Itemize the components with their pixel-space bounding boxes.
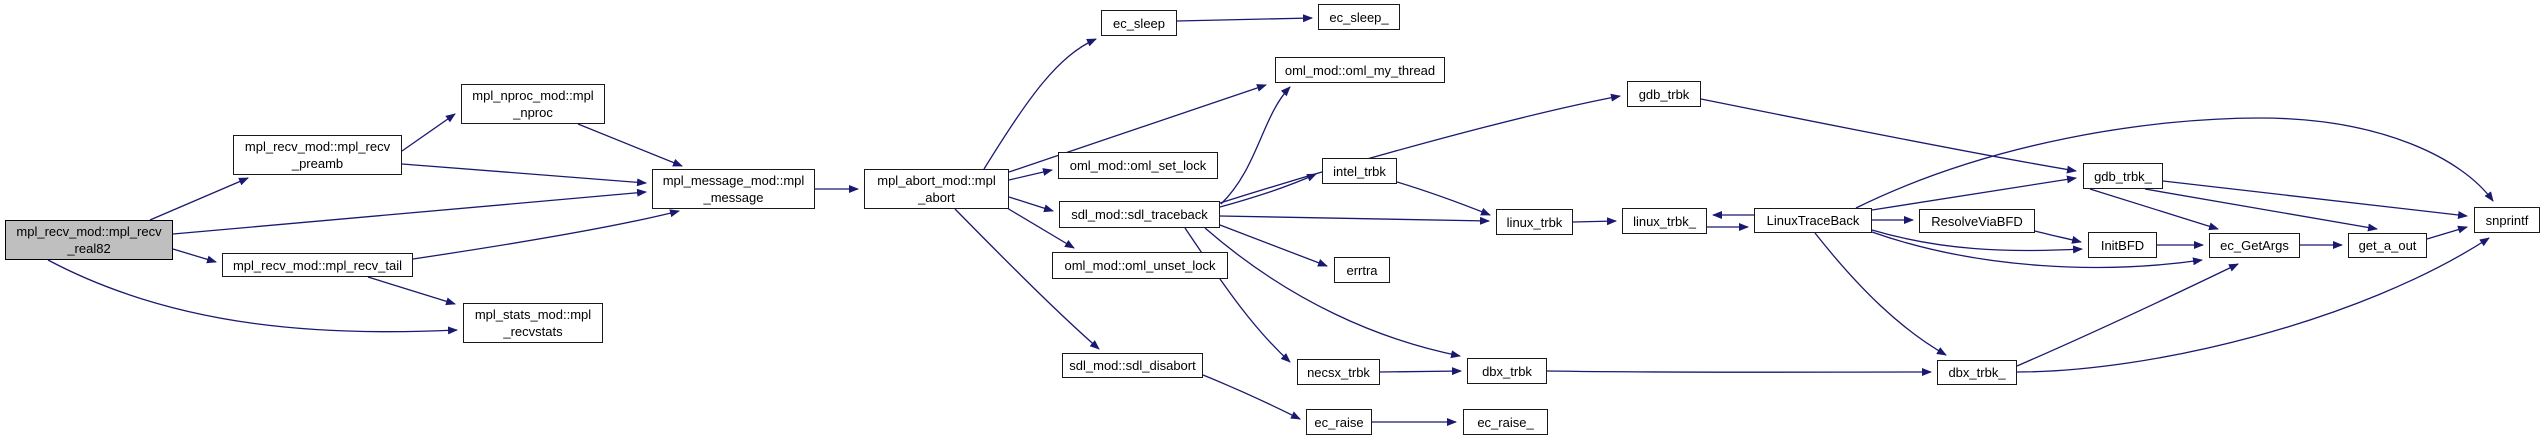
node-mpl_nproc[interactable]: mpl_nproc_mod::mpl _nproc — [461, 84, 605, 124]
node-ec_raise[interactable]: ec_raise — [1306, 409, 1372, 435]
node-mpl_abort[interactable]: mpl_abort_mod::mpl _abort — [864, 169, 1009, 209]
node-mpl_recv_real82: mpl_recv_mod::mpl_recv _real82 — [5, 220, 173, 260]
node-mpl_message[interactable]: mpl_message_mod::mpl _message — [652, 169, 815, 209]
node-necsx_trbk[interactable]: necsx_trbk — [1297, 359, 1380, 385]
node-gdb_trbk[interactable]: gdb_trbk — [1627, 81, 1701, 107]
edge-mpl_recv_tail-to-mpl_recvstats — [367, 276, 456, 306]
node-intel_trbk[interactable]: intel_trbk — [1322, 158, 1397, 184]
node-sdl_traceback[interactable]: sdl_mod::sdl_traceback — [1059, 201, 1220, 228]
edge-gdb_trbk_-to-ec_GetArgs — [2089, 188, 2219, 231]
node-dbx_trbk[interactable]: dbx_trbk — [1467, 358, 1547, 384]
edges-group — [47, 14, 2494, 426]
edge-LinuxTraceBack-to-dbx_trbk_ — [1814, 232, 1947, 356]
node-errtra[interactable]: errtra — [1334, 257, 1390, 283]
edge-LinuxTraceBack-to-gdb_trbk_ — [1871, 175, 2077, 211]
node-oml_my_thread[interactable]: oml_mod::oml_my_thread — [1275, 57, 1445, 83]
node-linux_trbk_[interactable]: linux_trbk_ — [1622, 208, 1707, 234]
edge-mpl_recv_real82-to-mpl_recvstats — [47, 259, 458, 335]
node-gdb_trbk_[interactable]: gdb_trbk_ — [2083, 163, 2163, 189]
edge-mpl_recv_tail-to-mpl_message — [412, 209, 680, 260]
node-oml_set_lock[interactable]: oml_mod::oml_set_lock — [1058, 152, 1218, 179]
node-ec_sleep[interactable]: ec_sleep — [1101, 10, 1177, 36]
node-snprintf[interactable]: snprintf — [2474, 207, 2540, 233]
edge-LinuxTraceBack-to-snprintf — [1855, 117, 2494, 209]
edge-LinuxTraceBack-to-ec_GetArgs — [1871, 231, 2203, 269]
edge-intel_trbk-to-linux_trbk — [1396, 181, 1491, 216]
edge-mpl_abort-to-oml_my_thread — [1008, 84, 1267, 173]
edge-mpl_abort-to-oml_unset_lock — [1006, 207, 1075, 249]
node-mpl_recvstats[interactable]: mpl_stats_mod::mpl _recvstats — [463, 303, 603, 343]
node-oml_unset_lock[interactable]: oml_mod::oml_unset_lock — [1052, 252, 1228, 279]
node-ec_GetArgs[interactable]: ec_GetArgs — [2209, 233, 2300, 258]
edge-gdb_trbk-to-gdb_trbk_ — [1700, 98, 2077, 174]
edge-dbx_trbk-to-dbx_trbk_ — [1546, 368, 1932, 377]
edge-dbx_trbk_-to-ec_GetArgs — [2016, 263, 2239, 367]
node-dbx_trbk_[interactable]: dbx_trbk_ — [1937, 360, 2017, 385]
edge-mpl_recv_real82-to-mpl_message — [172, 188, 647, 235]
edge-sdl_traceback-to-errtra — [1219, 224, 1328, 267]
edge-sdl_traceback-to-linux_trbk — [1219, 215, 1490, 225]
edge-sdl_traceback-to-intel_trbk — [1219, 173, 1317, 208]
edge-sdl_disabort-to-ec_raise — [1202, 374, 1301, 420]
edge-sdl_traceback-to-dbx_trbk — [1204, 227, 1461, 359]
edge-mpl_abort-to-sdl_disabort — [954, 208, 1100, 350]
edge-mpl_abort-to-ec_sleep — [983, 38, 1097, 170]
node-linux_trbk[interactable]: linux_trbk — [1496, 209, 1573, 235]
node-LinuxTraceBack[interactable]: LinuxTraceBack — [1754, 208, 1872, 233]
edge-mpl_recv_real82-to-mpl_recv_tail — [172, 248, 217, 264]
node-ec_raise_[interactable]: ec_raise_ — [1463, 409, 1548, 435]
node-InitBFD[interactable]: InitBFD — [2088, 232, 2157, 258]
edge-mpl_abort-to-oml_set_lock — [1008, 168, 1053, 181]
edge-linux_trbk-to-linux_trbk_ — [1572, 217, 1617, 226]
edge-get_a_out-to-snprintf — [2426, 225, 2468, 240]
node-ec_sleep_[interactable]: ec_sleep_ — [1318, 4, 1400, 30]
edge-dbx_trbk_-to-snprintf — [2016, 237, 2490, 373]
edge-gdb_trbk_-to-get_a_out — [2144, 188, 2378, 232]
edge-mpl_nproc-to-mpl_message — [577, 123, 683, 167]
edge-sdl_traceback-to-necsx_trbk — [1184, 227, 1291, 363]
node-mpl_recv_preamb[interactable]: mpl_recv_mod::mpl_recv _preamb — [233, 135, 402, 175]
edge-mpl_recv_real82-to-mpl_recv_preamb — [149, 177, 249, 221]
edge-ResolveViaBFD-to-InitBFD — [2034, 230, 2082, 244]
node-mpl_recv_tail[interactable]: mpl_recv_mod::mpl_recv_tail — [222, 253, 413, 277]
edge-mpl_recv_preamb-to-mpl_nproc — [401, 113, 456, 152]
edge-mpl_abort-to-sdl_traceback — [1008, 196, 1054, 213]
edge-sdl_traceback-to-gdb_trbk — [1219, 93, 1621, 204]
edge-sdl_traceback-to-oml_my_thread — [1220, 86, 1291, 205]
edge-gdb_trbk_-to-snprintf — [2162, 180, 2468, 219]
node-get_a_out[interactable]: get_a_out — [2348, 233, 2427, 258]
edge-ec_sleep-to-ec_sleep_ — [1176, 14, 1313, 23]
edge-necsx_trbk-to-dbx_trbk — [1379, 367, 1462, 376]
node-sdl_disabort[interactable]: sdl_mod::sdl_disabort — [1062, 353, 1203, 378]
node-ResolveViaBFD[interactable]: ResolveViaBFD — [1919, 209, 2035, 233]
edge-LinuxTraceBack-to-InitBFD — [1871, 229, 2083, 254]
edge-mpl_recv_preamb-to-mpl_message — [401, 163, 647, 187]
